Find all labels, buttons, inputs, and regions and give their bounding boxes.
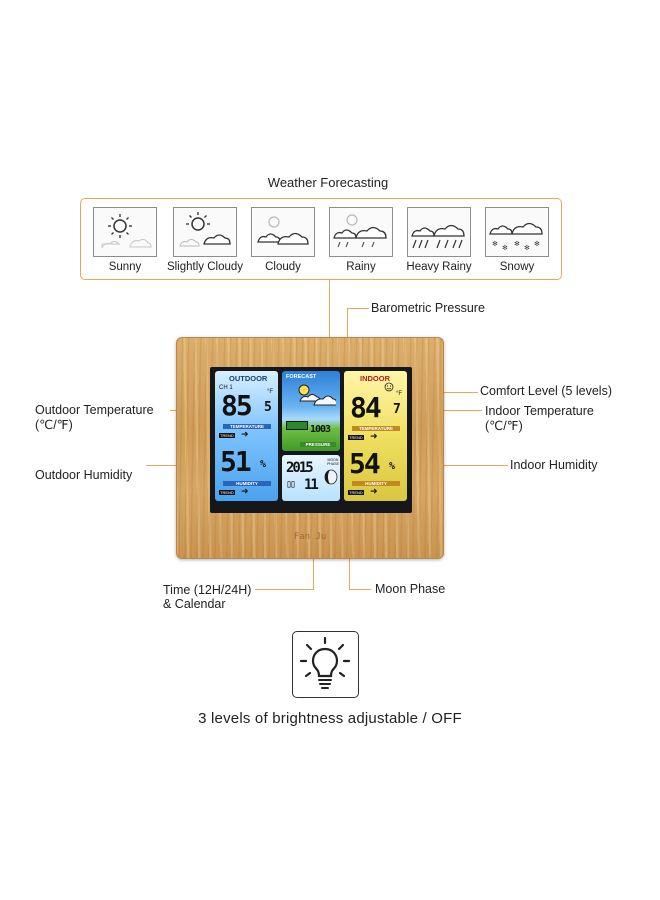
time-label: Time (12H/24H) [163,583,252,597]
forecast-name: Slightly Cloudy [166,261,244,273]
forecast-item-cloudy: Cloudy [251,207,315,273]
partly-cloudy-display-icon [298,384,336,406]
indoor-temp-trend-tag: TREND [348,435,364,440]
brightness-caption: 3 levels of brightness adjustable / OFF [198,710,462,727]
forecast-item-snowy: ✻ ✻ ✻ ✻ ✻ Snowy [485,207,549,273]
indoor-panel: INDOOR °F 84 7 TEMPERATURE TREND ➜ 54 % … [344,371,407,501]
time-callout-line-h [255,589,314,590]
comfort-callout-line [420,392,478,393]
trend-arrow-icon: ➜ [370,486,378,496]
svg-text:✻: ✻ [502,244,508,252]
calendar-label: & Calendar [163,597,226,611]
slightly-cloudy-icon [173,207,237,257]
moon-callout-line-h [349,589,371,590]
forecast-name: Snowy [499,261,535,273]
forecast-panel: FORECAST 1003 PRESSURE [282,371,340,451]
indoor-humidity-trend-tag: TREND [348,490,364,495]
channel-label: CH 1 [219,385,233,391]
outdoor-humidity-tag: HUMIDITY [223,481,271,486]
moon-phase-display-label: MOON PHASE [327,458,339,466]
svg-text:✻: ✻ [514,240,520,248]
month-day-value: 11 [304,477,319,493]
forecast-box: Sunny Slightly Cloudy Cloudy [80,198,562,280]
outdoor-temp-trend-tag: TREND [219,433,235,438]
svg-text:✻: ✻ [524,244,530,252]
svg-text:✻: ✻ [492,240,498,248]
year-value: 2015 [286,460,314,476]
indoor-humidity-value: 54 [349,447,381,480]
comfort-smiley-icon [384,382,394,392]
indoor-temp-decimal: 7 [393,402,401,417]
outdoor-label: OUTDOOR [229,374,268,383]
trend-arrow-icon: ➜ [370,431,378,441]
light-bulb-icon [299,636,351,689]
forecast-name: Sunny [108,261,142,273]
outdoor-temp-decimal: 5 [264,400,272,415]
trend-arrow-icon: ➜ [241,429,249,439]
sunny-icon [93,207,157,257]
outdoor-temperature-tag: TEMPERATURE [223,424,271,429]
comfort-label: Comfort Level (5 levels) [480,384,612,398]
forecast-name: Rainy [346,261,376,273]
day-of-week-icon: ▯▯ [286,479,296,490]
indoor-temp-value: 84 [350,391,382,424]
barometric-callout-line-h [347,308,369,309]
outdoor-temp-unit-display: °F [267,389,274,395]
outdoor-humidity-value: 51 [220,445,252,478]
pressure-value: 1003 [310,424,331,435]
forecast-name: Cloudy [265,261,301,273]
indoor-humidity-tag: HUMIDITY [352,481,400,486]
indoor-temp-callout-line [420,410,482,411]
svg-text:✻: ✻ [534,240,540,248]
brightness-button [292,631,359,698]
pressure-tag: PRESSURE [300,442,336,447]
comfort-face-icon [286,421,308,430]
heavy-rainy-icon [407,207,471,257]
forecast-item-sunny: Sunny [93,207,157,273]
cloudy-icon [251,207,315,257]
forecast-item-slightly-cloudy: Slightly Cloudy [167,207,243,273]
outdoor-temp-value: 85 [221,389,253,422]
forecast-item-rainy: Rainy [329,207,393,273]
outdoor-humidity-trend-tag: TREND [219,490,235,495]
outdoor-temp-unit: (℃/℉) [35,418,73,432]
indoor-temp-unit-display: °F [396,391,403,397]
outdoor-humidity-label: Outdoor Humidity [35,468,133,482]
indoor-humidity-unit: % [389,461,395,472]
indoor-humidity-callout-line [420,465,508,466]
indoor-temp-unit: (℃/℉) [485,419,523,433]
lcd-screen: OUTDOOR CH 1 °F 85 5 TEMPERATURE TREND ➜… [210,367,412,513]
indoor-temperature-tag: TEMPERATURE [352,426,400,431]
outdoor-panel: OUTDOOR CH 1 °F 85 5 TEMPERATURE TREND ➜… [215,371,278,501]
indoor-humidity-label: Indoor Humidity [510,458,598,472]
weather-station-device: OUTDOOR CH 1 °F 85 5 TEMPERATURE TREND ➜… [176,337,444,559]
indoor-label: INDOOR [360,374,390,383]
barometric-label: Barometric Pressure [371,301,485,315]
brand-logo: Fan Ju [293,532,327,542]
rainy-icon [329,207,393,257]
trend-arrow-icon: ➜ [241,486,249,496]
moon-phase-icon [324,469,338,485]
moon-phase-label: Moon Phase [375,582,446,596]
forecast-item-heavy-rainy: Heavy Rainy [406,207,472,273]
forecast-display-label: FORECAST [286,374,317,380]
forecast-callout-line [329,280,330,355]
snowy-icon: ✻ ✻ ✻ ✻ ✻ [485,207,549,257]
forecast-title: Weather Forecasting [267,175,389,190]
indoor-temp-label: Indoor Temperature [485,404,594,418]
outdoor-humidity-unit: % [260,459,266,470]
time-calendar-panel: 2015 MOON PHASE ▯▯ 11 [282,455,340,501]
outdoor-temp-label: Outdoor Temperature [35,403,154,417]
forecast-name: Heavy Rainy [406,261,472,273]
